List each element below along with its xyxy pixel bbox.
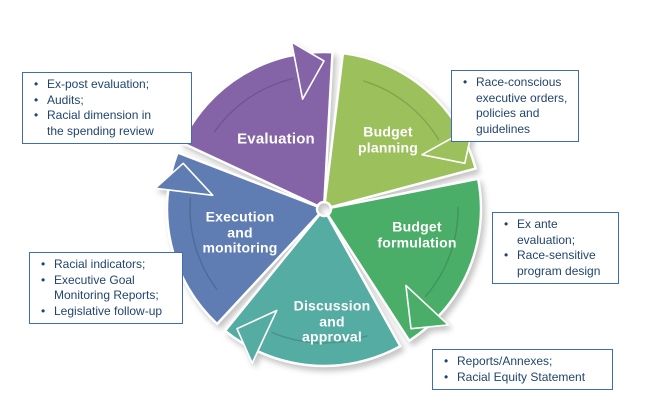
wedge-evaluation bbox=[180, 50, 334, 208]
callout-item: Reports/Annexes; bbox=[439, 354, 606, 370]
callout-budget-formulation-list: Ex ante evaluation; Race-sensitive progr… bbox=[499, 217, 612, 279]
arrowhead-budget-formulation bbox=[405, 284, 450, 330]
segment-label-evaluation: Evaluation bbox=[237, 130, 315, 148]
callout-budget-planning: Race-conscious executive orders, policie… bbox=[451, 70, 579, 143]
flow-arc-budget-formulation bbox=[424, 206, 459, 298]
callout-item: Racial dimension in the spending review bbox=[29, 108, 185, 139]
segment-label-budget-formulation: Budget formulation bbox=[377, 218, 457, 250]
callout-item: Ex ante evaluation; bbox=[499, 217, 612, 248]
callout-item: Ex-post evaluation; bbox=[29, 77, 185, 93]
callout-discussion-approval: Reports/Annexes; Racial Equity Statement bbox=[432, 349, 613, 391]
segment-label-budget-planning: Budget planning bbox=[358, 123, 418, 155]
segment-label-discussion-approval: Discussion and approval bbox=[293, 297, 371, 345]
arrowhead-evaluation bbox=[290, 41, 325, 100]
callout-budget-formulation: Ex ante evaluation; Race-sensitive progr… bbox=[492, 212, 619, 285]
arrowhead-discussion-approval bbox=[236, 309, 278, 364]
callout-item: Legislative follow-up bbox=[36, 304, 176, 320]
callout-evaluation-list: Ex-post evaluation; Audits; Racial dimen… bbox=[29, 77, 185, 139]
callout-discussion-approval-list: Reports/Annexes; Racial Equity Statement bbox=[439, 354, 606, 385]
flow-arc-evaluation bbox=[213, 77, 295, 133]
callout-execution-monitoring-list: Racial indicators; Executive Goal Monito… bbox=[36, 257, 176, 319]
callout-item: Racial Equity Statement bbox=[439, 370, 606, 386]
callout-item: Racial indicators; bbox=[36, 257, 176, 273]
callout-budget-planning-list: Race-conscious executive orders, policie… bbox=[458, 75, 572, 137]
callout-item: Race-conscious executive orders, policie… bbox=[458, 75, 572, 137]
callout-item: Executive Goal Monitoring Reports; bbox=[36, 273, 176, 304]
callout-item: Race-sensitive program design bbox=[499, 248, 612, 279]
callout-evaluation: Ex-post evaluation; Audits; Racial dimen… bbox=[22, 72, 192, 145]
flow-arc-execution-monitoring bbox=[189, 197, 218, 291]
callout-item: Audits; bbox=[29, 93, 185, 109]
callout-execution-monitoring: Racial indicators; Executive Goal Monito… bbox=[29, 252, 183, 325]
flow-arc-budget-planning bbox=[362, 80, 440, 141]
segment-label-execution-monitoring: Execution and monitoring bbox=[202, 208, 278, 256]
arrowhead-execution-monitoring bbox=[154, 162, 214, 197]
flow-arc-discussion-approval bbox=[271, 331, 368, 344]
